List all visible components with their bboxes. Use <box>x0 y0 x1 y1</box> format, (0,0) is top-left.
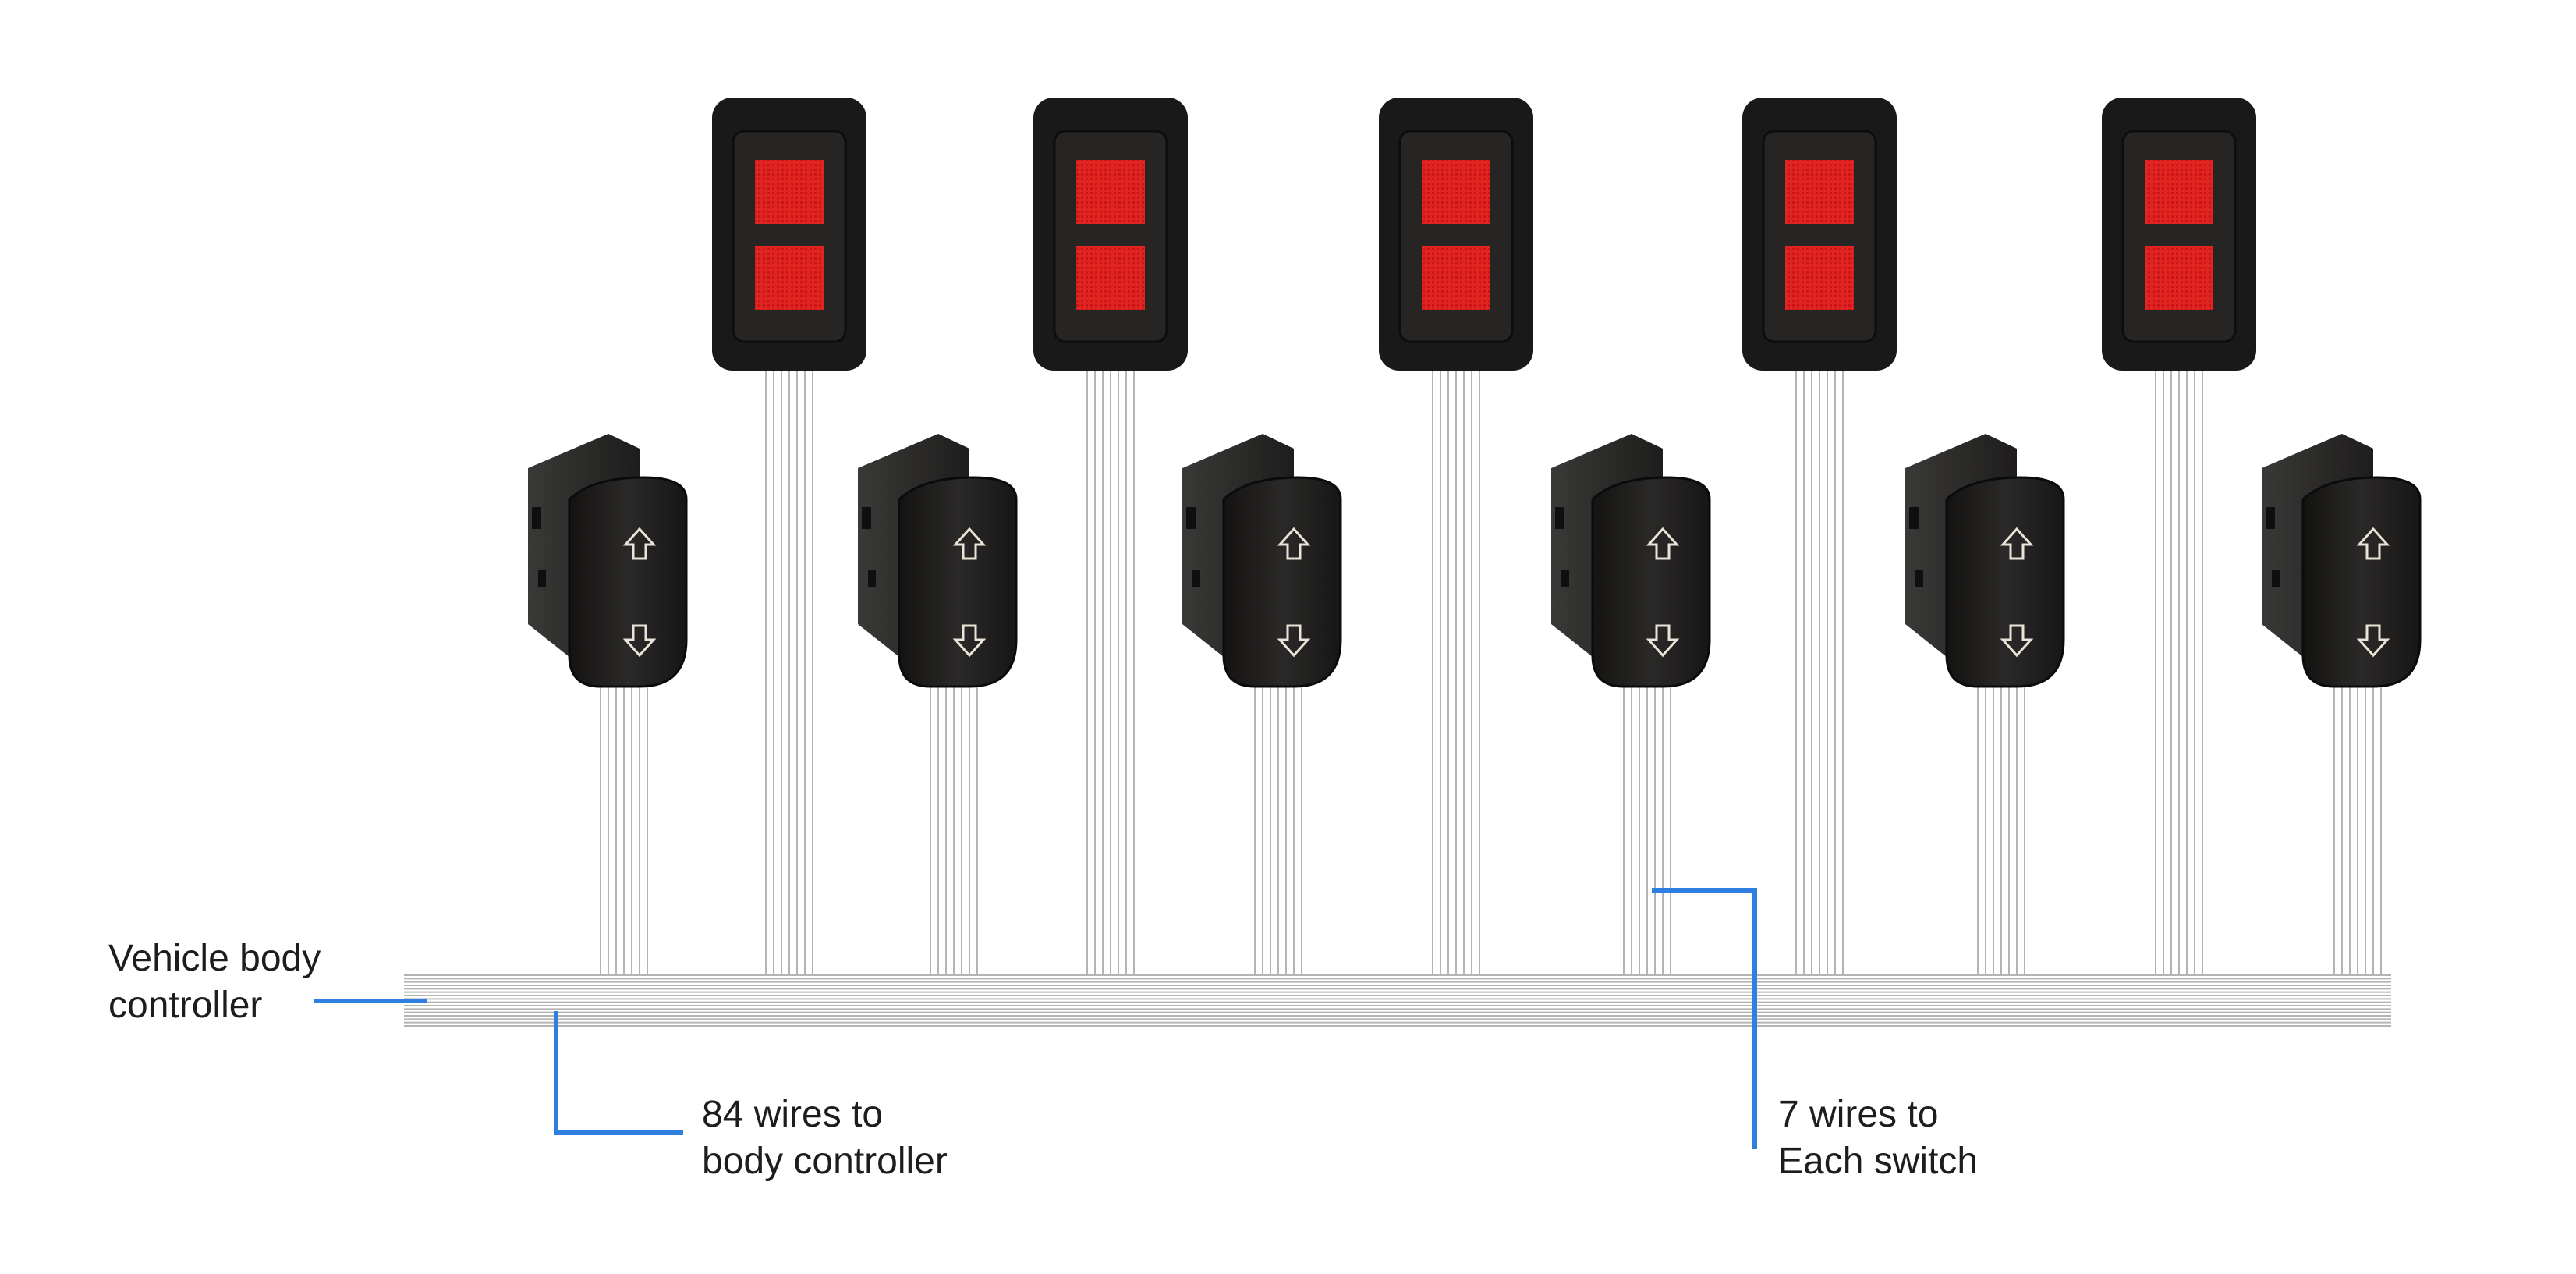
switch-clip <box>532 507 541 529</box>
indicator-light <box>2102 98 2256 371</box>
bundle-label: 84 wires to body controller <box>702 1091 948 1185</box>
rocker-face <box>1945 476 2065 688</box>
rocker-switch <box>1182 434 1342 688</box>
indicator-light <box>712 98 866 371</box>
rocker-face <box>568 476 688 688</box>
indicator-lamp-top <box>1785 160 1854 224</box>
indicator-lamp-bottom <box>2145 246 2213 310</box>
switch-clip <box>538 570 546 587</box>
arrow-down-icon <box>1646 624 1680 658</box>
arrow-down-icon <box>622 624 657 658</box>
rocker-switch <box>1551 434 1711 688</box>
rocker-face <box>1591 476 1711 688</box>
switch-clip <box>862 507 871 529</box>
switch-wires-label-line-1: 7 wires to <box>1778 1094 1939 1135</box>
arrow-up-icon <box>622 527 657 560</box>
arrow-up-icon <box>1646 527 1680 560</box>
switch-wires-label-line-2: Each switch <box>1778 1141 1979 1182</box>
arrow-down-icon <box>952 624 987 658</box>
indicator-lights <box>712 98 2256 371</box>
rocker-switches <box>528 434 2422 688</box>
arrow-up-icon <box>2356 527 2390 560</box>
rocker-switch <box>858 434 1018 688</box>
indicator-lamp-bottom <box>1422 246 1490 310</box>
arrow-up-icon <box>1277 527 1311 560</box>
indicator-light <box>1379 98 1533 371</box>
indicator-lamp-bottom <box>1076 246 1145 310</box>
switch-clip <box>1192 570 1200 587</box>
indicator-lamp-top <box>1076 160 1145 224</box>
indicator-lamp-top <box>2145 160 2213 224</box>
arrow-down-icon <box>2356 624 2390 658</box>
indicator-light <box>1033 98 1188 371</box>
switch-clip <box>2266 507 2275 529</box>
controller-label: Vehicle body controller <box>108 935 321 1029</box>
switch-clip <box>868 570 876 587</box>
rocker-switch <box>2262 434 2422 688</box>
bundle-label-line-2: body controller <box>702 1141 948 1182</box>
indicator-lamp-top <box>1422 160 1490 224</box>
switch-clip <box>2272 570 2280 587</box>
arrow-down-icon <box>1277 624 1311 658</box>
rocker-face <box>898 476 1018 688</box>
rocker-switch <box>1905 434 2065 688</box>
wire-bundle <box>404 974 2391 1027</box>
indicator-lamp-bottom <box>755 246 824 310</box>
rocker-face <box>2301 476 2422 688</box>
switch-clip <box>1555 507 1564 529</box>
bundle-callout-line <box>554 1011 683 1135</box>
arrow-up-icon <box>2000 527 2034 560</box>
switch-callout-line <box>1652 888 1757 1149</box>
switch-clip <box>1915 570 1923 587</box>
indicator-light <box>1742 98 1897 371</box>
indicator-lamp-bottom <box>1785 246 1854 310</box>
switch-wires-label: 7 wires to Each switch <box>1778 1091 1978 1185</box>
bundle-label-line-1: 84 wires to <box>702 1094 884 1135</box>
controller-label-line-2: controller <box>108 985 263 1026</box>
controller-label-line-1: Vehicle body <box>108 938 321 979</box>
switch-clip <box>1909 507 1919 529</box>
arrow-up-icon <box>952 527 987 560</box>
indicator-lamp-top <box>755 160 824 224</box>
drop-wires <box>600 367 2382 975</box>
arrow-down-icon <box>2000 624 2034 658</box>
rocker-face <box>1222 476 1342 688</box>
rocker-switch <box>528 434 688 688</box>
switch-clip <box>1186 507 1196 529</box>
callout-lines <box>314 888 1757 1149</box>
switch-clip <box>1561 570 1569 587</box>
